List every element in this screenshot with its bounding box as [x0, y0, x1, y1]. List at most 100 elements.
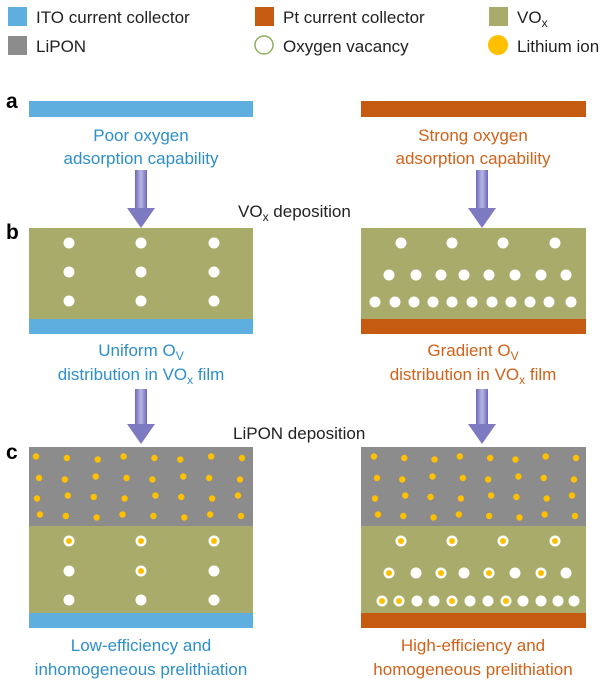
- lithium-ion: [486, 570, 492, 576]
- lithium-ion: [180, 473, 187, 480]
- legend-vacancy-label: Oxygen vacancy: [283, 37, 409, 56]
- lithium-ion: [94, 456, 101, 463]
- lithium-ion: [486, 454, 494, 462]
- left-ito-collector-b: [29, 319, 253, 334]
- right-pt-collector-a: [361, 101, 586, 117]
- lithium-ion: [150, 512, 157, 520]
- legend-ito-swatch: [8, 7, 27, 26]
- lithium-ion: [538, 570, 544, 576]
- lithium-ion: [62, 512, 70, 520]
- right-arrow-lipon: [468, 389, 496, 444]
- oxygen-vacancy: [435, 269, 447, 281]
- oxygen-vacancy: [458, 567, 470, 579]
- legend-lithium-label: Lithium ion: [517, 37, 599, 56]
- lithium-ion: [181, 514, 188, 521]
- lithium-ion: [570, 476, 578, 483]
- lithium-ion: [208, 495, 216, 502]
- oxygen-vacancy: [497, 237, 509, 249]
- left-text-a-line2: adsorption capability: [64, 149, 219, 168]
- oxygen-vacancy: [483, 269, 495, 281]
- lithium-ion: [206, 511, 214, 518]
- oxygen-vacancy: [524, 296, 536, 308]
- right-text-a-line2: adsorption capability: [396, 149, 551, 168]
- lithium-ion: [542, 453, 549, 460]
- left-ito-collector-c: [29, 613, 253, 628]
- right-lipon-layer-c: [361, 447, 586, 526]
- lithium-ion: [516, 514, 523, 521]
- oxygen-vacancy: [208, 565, 220, 577]
- lithium-ion: [32, 453, 40, 460]
- oxygen-vacancy: [63, 594, 75, 606]
- lithium-ion: [92, 473, 99, 480]
- oxygen-vacancy: [505, 296, 517, 308]
- lithium-ion: [63, 454, 71, 462]
- right-text-b-line2: distribution in VOx film: [390, 365, 557, 387]
- lithium-ion: [386, 570, 392, 576]
- oxygen-vacancy: [509, 567, 521, 579]
- right-pt-collector-c: [361, 613, 586, 628]
- lithium-ion: [430, 514, 437, 521]
- right-text-b-line1: Gradient OV: [427, 341, 518, 363]
- panel-label-c: c: [6, 441, 18, 464]
- lithium-ion: [138, 538, 144, 544]
- lithium-ion: [398, 538, 404, 544]
- oxygen-vacancy: [482, 595, 494, 607]
- panel-label-a: a: [6, 90, 18, 113]
- lithium-ion: [93, 514, 100, 521]
- oxygen-vacancy: [410, 567, 422, 579]
- lithium-ion: [236, 476, 244, 483]
- lithium-ion: [438, 570, 444, 576]
- panel-label-b: b: [6, 221, 19, 244]
- lithium-ion: [513, 493, 520, 501]
- legend-lipon-swatch: [8, 36, 27, 55]
- oxygen-vacancy: [509, 269, 521, 281]
- left-vacancies-c: [63, 535, 220, 606]
- oxygen-vacancy: [446, 296, 458, 308]
- right-vacancies-b: [369, 237, 577, 308]
- right-lithium-ions-lipon: [370, 453, 580, 521]
- left-text-b-line1: Uniform OV: [98, 341, 183, 363]
- oxygen-vacancy: [560, 269, 572, 281]
- lithium-ion: [457, 495, 465, 502]
- oxygen-vacancy: [383, 269, 395, 281]
- lithium-ion: [178, 493, 185, 501]
- left-arrow-vox: [127, 170, 155, 228]
- oxygen-vacancy: [517, 595, 529, 607]
- lithium-ion: [237, 512, 245, 520]
- legend-vox-swatch: [489, 7, 508, 26]
- left-text-a-line1: Poor oxygen: [93, 126, 188, 145]
- left-text-c-line1: Low-efficiency and: [71, 636, 212, 655]
- oxygen-vacancy: [135, 594, 147, 606]
- lithium-ion: [66, 538, 72, 544]
- lithium-ion: [123, 474, 130, 482]
- lithium-ion: [373, 474, 381, 482]
- lithium-ion: [484, 476, 492, 483]
- oxygen-vacancy: [549, 237, 561, 249]
- lithium-ion: [152, 492, 159, 499]
- lithium-ion: [379, 598, 385, 604]
- legend-lipon-label: LiPON: [36, 37, 86, 56]
- lithium-ion: [429, 473, 436, 480]
- oxygen-vacancy: [135, 266, 147, 278]
- lithium-ion: [121, 495, 128, 502]
- lithium-ion: [515, 473, 522, 480]
- oxygen-vacancy: [63, 266, 75, 278]
- lithium-ion: [568, 492, 576, 499]
- lithium-ion: [371, 495, 379, 502]
- lithium-ion: [401, 454, 408, 462]
- oxygen-vacancy: [208, 237, 220, 249]
- lithium-ion: [138, 568, 144, 574]
- lithium-ion: [455, 511, 463, 518]
- oxygen-vacancy: [395, 237, 407, 249]
- lithium-ion: [512, 456, 519, 463]
- lithium-ion: [396, 598, 402, 604]
- oxygen-vacancy: [466, 296, 478, 308]
- legend-pt-swatch: [255, 7, 274, 26]
- lithium-ion: [120, 453, 127, 460]
- oxygen-vacancy: [543, 296, 555, 308]
- oxygen-vacancy: [63, 565, 75, 577]
- oxygen-vacancy: [560, 567, 572, 579]
- lithium-ion: [487, 492, 495, 499]
- lithium-ion: [503, 598, 509, 604]
- lithium-ion: [427, 493, 434, 501]
